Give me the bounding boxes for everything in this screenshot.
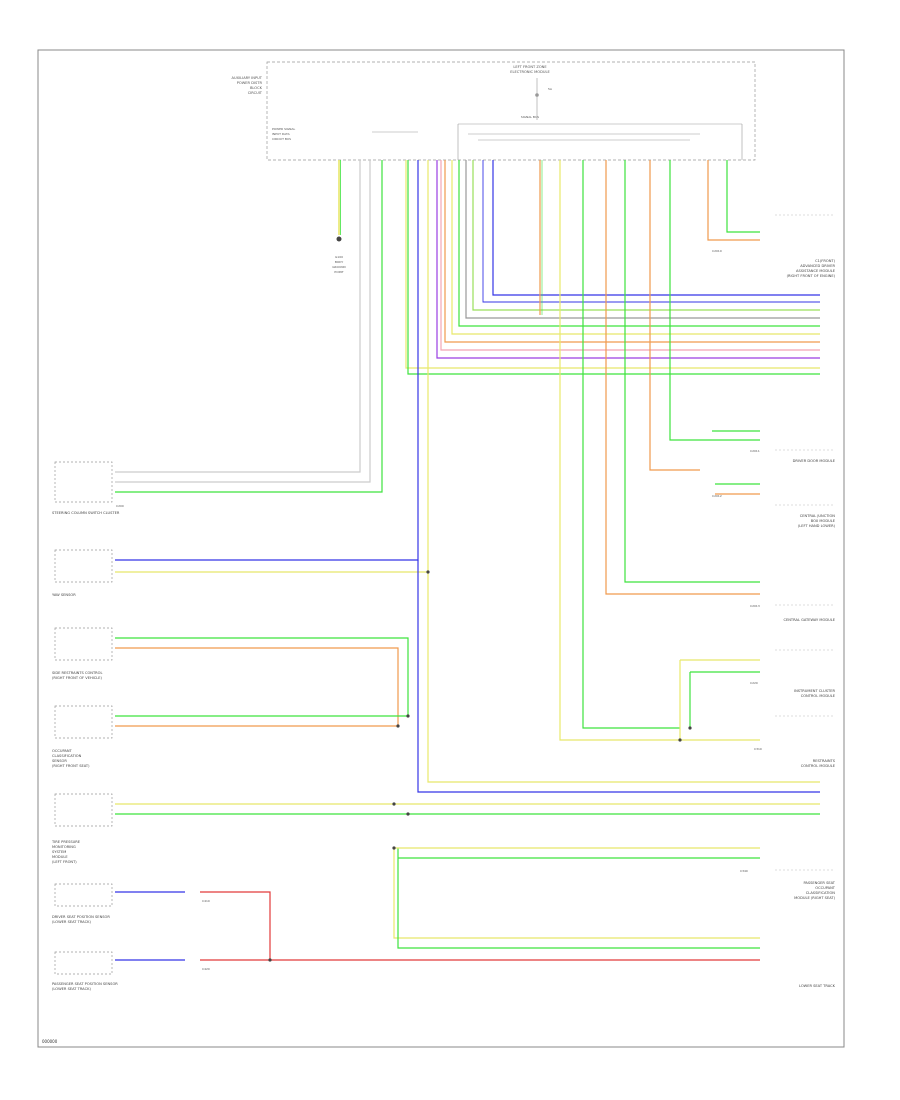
right-connector-seat-track: LOWER SEAT TRACK	[799, 984, 836, 988]
svg-text:BLOCK: BLOCK	[250, 86, 263, 90]
controller-title: LEFT FRONT ZONE	[513, 65, 547, 69]
svg-text:INSTRUMENT CLUSTER: INSTRUMENT CLUSTER	[794, 689, 835, 693]
svg-text:G100: G100	[335, 255, 343, 259]
controller-sub-note: POWER SIGNAL INPUT DATA CIRCUIT BUS	[272, 127, 295, 141]
right-connector-gateway: CENTRAL GATEWAY MODULE C2013	[750, 604, 836, 622]
svg-text:C1(FRONT): C1(FRONT)	[815, 259, 835, 263]
svg-text:POWER SIGNAL: POWER SIGNAL	[272, 127, 295, 131]
svg-text:POWER DISTR: POWER DISTR	[237, 81, 263, 85]
ground-icon	[336, 236, 342, 242]
svg-text:(LOWER SEAT TRACK): (LOWER SEAT TRACK)	[52, 920, 91, 924]
svg-text:(LOWER SEAT TRACK): (LOWER SEAT TRACK)	[52, 987, 91, 991]
left-component-steering: STEERING COLUMN SWITCH CLUSTER C200	[52, 461, 124, 515]
svg-text:(LEFT FRONT): (LEFT FRONT)	[52, 860, 77, 864]
svg-text:(RIGHT FRONT OF VEHICLE): (RIGHT FRONT OF VEHICLE)	[52, 676, 103, 680]
svg-text:C340: C340	[740, 869, 748, 873]
svg-text:C2013: C2013	[750, 604, 760, 608]
left-component-yaw: YAW SENSOR	[52, 549, 113, 597]
left-component-passenger-seat: PASSENGER SEAT POSITION SENSOR (LOWER SE…	[52, 951, 210, 991]
svg-text:TIRE PRESSURE: TIRE PRESSURE	[51, 840, 81, 844]
right-connector-passenger-seat-module: PASSENGER SEAT OCCUPANT CLASSIFICATION M…	[740, 869, 836, 900]
svg-text:(LEFT HAND LOWER): (LEFT HAND LOWER)	[798, 524, 836, 528]
svg-text:SYSTEM: SYSTEM	[52, 850, 66, 854]
svg-text:LOWER SEAT TRACK: LOWER SEAT TRACK	[799, 984, 836, 988]
svg-text:C310: C310	[754, 747, 762, 751]
footer-code: 000000	[42, 1039, 58, 1044]
svg-text:CIRCUIT: CIRCUIT	[248, 91, 263, 95]
svg-text:CENTRAL JUNCTION: CENTRAL JUNCTION	[800, 514, 836, 518]
svg-text:YAW SENSOR: YAW SENSOR	[52, 593, 76, 597]
svg-text:C410: C410	[202, 899, 210, 903]
right-connector-driver-door: DRIVER DOOR MODULE C2011	[750, 449, 836, 463]
svg-text:CLASSIFICATION: CLASSIFICATION	[52, 754, 82, 758]
svg-text:C2012: C2012	[712, 494, 722, 498]
splice-points	[268, 570, 692, 962]
svg-text:BOX MODULE: BOX MODULE	[811, 519, 836, 523]
svg-text:INPUT DATA: INPUT DATA	[272, 132, 291, 136]
wires-left	[115, 160, 820, 961]
svg-text:C220: C220	[750, 681, 758, 685]
controller-title-2: ELECTRONIC MODULE	[510, 70, 550, 74]
svg-text:C2011: C2011	[750, 449, 760, 453]
svg-text:MODULE (RIGHT SEAT): MODULE (RIGHT SEAT)	[794, 896, 835, 900]
svg-text:ASSISTANCE MODULE: ASSISTANCE MODULE	[796, 269, 836, 273]
svg-text:OCCUPANT: OCCUPANT	[815, 886, 836, 890]
svg-text:CONTROL MODULE: CONTROL MODULE	[801, 764, 836, 768]
svg-text:AUXILIARY INPUT: AUXILIARY INPUT	[232, 76, 263, 80]
wires-right	[559, 160, 760, 741]
left-component-occupant: OCCUPANT CLASSIFICATION SENSOR (RIGHT FR…	[52, 705, 113, 768]
svg-text:BODY: BODY	[335, 260, 344, 264]
svg-text:GROUND: GROUND	[332, 265, 346, 269]
svg-text:SENSOR: SENSOR	[52, 759, 67, 763]
svg-text:POINT: POINT	[334, 270, 343, 274]
right-connector-central-junction: CENTRAL JUNCTION BOX MODULE (LEFT HAND L…	[712, 494, 836, 528]
right-connector-restraints: RESTRAINTS CONTROL MODULE C310	[754, 715, 836, 768]
left-component-tpms: TIRE PRESSURE MONITORING SYSTEM MODULE (…	[51, 793, 113, 864]
svg-text:CONTROL MODULE: CONTROL MODULE	[801, 694, 836, 698]
ground-g100: G100 BODY GROUND POINT	[332, 160, 346, 274]
controller-internal-bus	[372, 78, 743, 160]
svg-text:DRIVER SEAT POSITION SENSOR: DRIVER SEAT POSITION SENSOR	[52, 915, 110, 919]
svg-text:OCCUPANT: OCCUPANT	[52, 749, 73, 753]
svg-text:(RIGHT FRONT SEAT): (RIGHT FRONT SEAT)	[52, 764, 90, 768]
svg-text:RESTRAINTS: RESTRAINTS	[813, 759, 836, 763]
svg-text:CLASSIFICATION: CLASSIFICATION	[806, 891, 836, 895]
svg-text:CIRCUIT BUS: CIRCUIT BUS	[272, 137, 291, 141]
svg-text:C200: C200	[116, 504, 124, 508]
svg-text:STEERING COLUMN SWITCH CLUSTER: STEERING COLUMN SWITCH CLUSTER	[52, 511, 120, 515]
controller-box	[266, 61, 756, 161]
svg-text:PASSENGER SEAT: PASSENGER SEAT	[803, 881, 835, 885]
svg-text:C2010: C2010	[712, 249, 722, 253]
controller-left-note: AUXILIARY INPUT POWER DISTR BLOCK CIRCUI…	[232, 76, 263, 95]
svg-text:CENTRAL GATEWAY MODULE: CENTRAL GATEWAY MODULE	[783, 618, 835, 622]
svg-text:(RIGHT FRONT OF ENGINE): (RIGHT FRONT OF ENGINE)	[787, 274, 836, 278]
svg-text:C420: C420	[202, 967, 210, 971]
controller-fuse-label: 5A	[548, 87, 553, 91]
left-component-driver-seat: DRIVER SEAT POSITION SENSOR (LOWER SEAT …	[52, 883, 210, 924]
svg-text:PASSENGER SEAT POSITION SENSOR: PASSENGER SEAT POSITION SENSOR	[52, 982, 118, 986]
svg-text:MONITORING: MONITORING	[52, 845, 76, 849]
diagram-frame	[37, 49, 845, 1048]
svg-text:DRIVER DOOR MODULE: DRIVER DOOR MODULE	[793, 459, 836, 463]
wires-upper	[405, 160, 820, 375]
left-component-side-restraint: SIDE RESTRAINTS CONTROL (RIGHT FRONT OF …	[52, 627, 113, 680]
svg-text:SIDE RESTRAINTS CONTROL: SIDE RESTRAINTS CONTROL	[52, 671, 103, 675]
svg-text:ADVANCED DRIVER: ADVANCED DRIVER	[800, 264, 835, 268]
right-connector-cluster: INSTRUMENT CLUSTER CONTROL MODULE C220	[750, 649, 836, 698]
svg-text:MODULE: MODULE	[52, 855, 68, 859]
right-connector-adas: C1(FRONT) ADVANCED DRIVER ASSISTANCE MOD…	[712, 214, 836, 278]
controller-bus-label: SIGNAL BUS	[521, 115, 539, 119]
